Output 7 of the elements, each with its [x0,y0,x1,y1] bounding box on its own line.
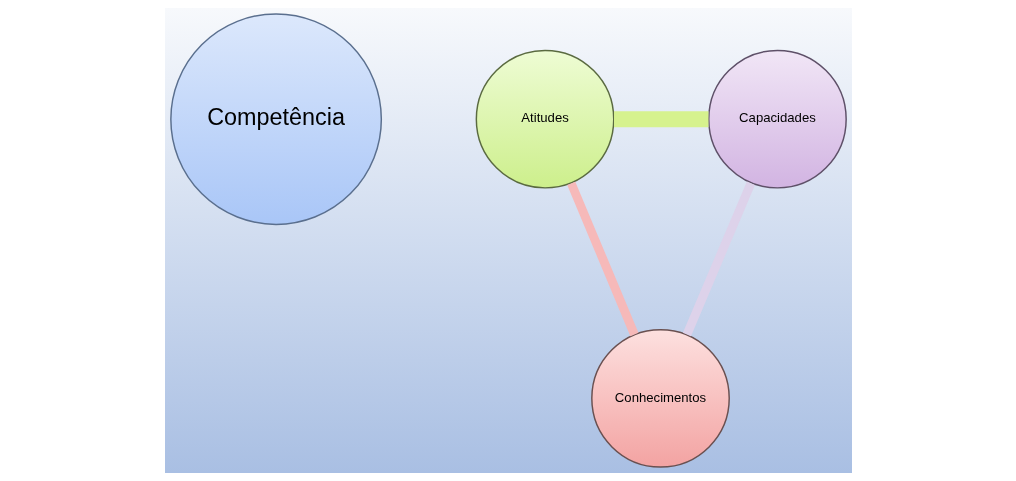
node-circle: Conhecimentos [590,328,730,468]
node-circle: Atitudes [475,49,614,189]
connector [682,181,755,337]
node-circle: Capacidades [707,49,847,189]
node-circle: Competência [169,13,382,226]
connector [566,181,638,337]
connector [613,111,708,128]
